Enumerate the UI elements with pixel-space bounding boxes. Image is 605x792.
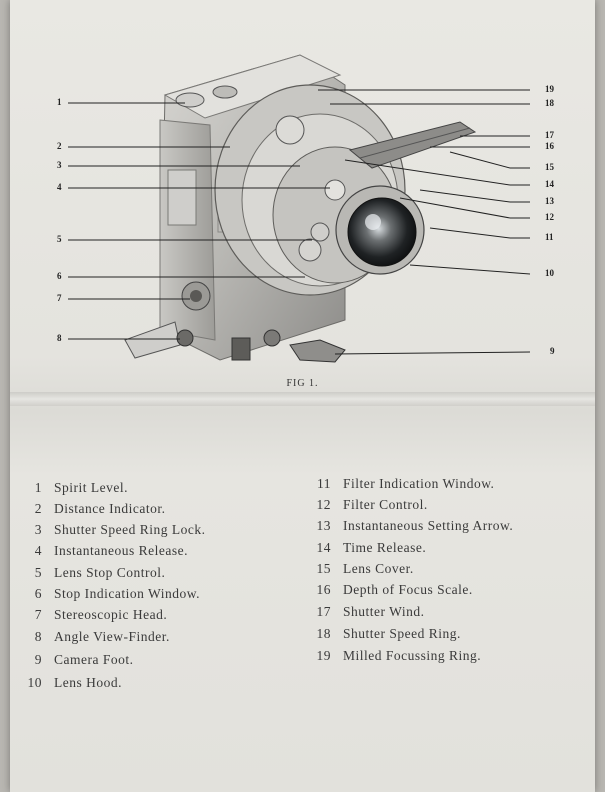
instantaneous-release xyxy=(324,179,346,201)
callout-6: 6 xyxy=(57,271,62,281)
legend-item: 15 Lens Cover. xyxy=(313,561,414,577)
figure-caption: FIG 1. xyxy=(286,378,319,389)
legend-item: 17 Shutter Wind. xyxy=(313,604,424,620)
legend-label: Stereoscopic Head. xyxy=(54,607,168,622)
legend-label: Lens Stop Control. xyxy=(54,565,166,580)
legend-item: 9 Camera Foot. xyxy=(20,652,134,668)
legend-number: 6 xyxy=(34,586,42,601)
callout-5: 5 xyxy=(57,234,62,244)
legend-label: Lens Cover. xyxy=(343,561,414,576)
callout-13: 13 xyxy=(545,196,554,206)
legend-label: Lens Hood. xyxy=(54,675,122,690)
legend-number: 11 xyxy=(317,476,331,491)
callout-1: 1 xyxy=(57,97,62,107)
camera-illustration xyxy=(68,54,531,363)
stop-indication-window xyxy=(298,238,322,262)
legend-number: 19 xyxy=(316,648,331,663)
legend-label: Filter Indication Window. xyxy=(343,476,495,491)
legend-item: 13 Instantaneous Setting Arrow. xyxy=(313,518,513,534)
legend-label: Shutter Speed Ring. xyxy=(343,626,461,641)
angle-view-finder xyxy=(124,321,281,361)
legend-number: 16 xyxy=(316,582,331,597)
callout-12: 12 xyxy=(545,212,554,222)
callout-14: 14 xyxy=(545,179,554,189)
legend-item: 1 Spirit Level. xyxy=(20,480,128,496)
shutter-speed-ring-lock xyxy=(275,115,305,145)
legend-label: Angle View-Finder. xyxy=(54,629,170,644)
legend-number: 1 xyxy=(34,480,42,495)
legend-label: Shutter Speed Ring Lock. xyxy=(54,522,206,537)
legend-item: 11 Filter Indication Window. xyxy=(313,476,494,492)
legend-number: 3 xyxy=(34,522,42,537)
callout-11: 11 xyxy=(545,232,554,242)
legend-number: 2 xyxy=(34,501,42,516)
callout-8: 8 xyxy=(57,333,62,343)
legend-item: 19 Milled Focussing Ring. xyxy=(313,648,481,664)
legend-item: 2 Distance Indicator. xyxy=(20,501,165,517)
callout-3: 3 xyxy=(57,160,62,170)
legend-label: Camera Foot. xyxy=(54,652,134,667)
legend-number: 15 xyxy=(316,561,331,576)
legend-label: Instantaneous Setting Arrow. xyxy=(343,518,514,533)
legend-number: 17 xyxy=(316,604,331,619)
legend-item: 3 Shutter Speed Ring Lock. xyxy=(20,522,205,538)
callout-16: 16 xyxy=(545,141,554,151)
legend-label: Depth of Focus Scale. xyxy=(343,582,473,597)
callout-19: 19 xyxy=(545,84,554,94)
stereoscopic-head-center xyxy=(190,290,202,302)
legend-number: 8 xyxy=(34,629,42,644)
callout-15: 15 xyxy=(545,162,554,172)
legend-label: Instantaneous Release. xyxy=(54,543,188,558)
legend-number: 9 xyxy=(34,652,42,667)
legend-item: 16 Depth of Focus Scale. xyxy=(313,582,473,598)
legend-label: Stop Indication Window. xyxy=(54,586,200,601)
spirit-level xyxy=(175,85,238,108)
legend-number: 4 xyxy=(34,543,42,558)
legend-label: Shutter Wind. xyxy=(343,604,425,619)
legend-item: 8 Angle View-Finder. xyxy=(20,629,170,645)
legend-label: Milled Focussing Ring. xyxy=(343,648,482,663)
legend-item: 4 Instantaneous Release. xyxy=(20,543,188,559)
legend-label: Spirit Level. xyxy=(54,480,128,495)
callout-18: 18 xyxy=(545,98,554,108)
callout-2: 2 xyxy=(57,141,62,151)
legend-number: 12 xyxy=(316,497,331,512)
legend-number: 14 xyxy=(316,540,331,555)
legend-item: 7 Stereoscopic Head. xyxy=(20,607,167,623)
leader-lines xyxy=(68,89,531,355)
legend-label: Distance Indicator. xyxy=(54,501,166,516)
legend-number: 5 xyxy=(34,565,42,580)
legend-item: 6 Stop Indication Window. xyxy=(20,586,200,602)
legend-label: Time Release. xyxy=(343,540,427,555)
callout-17: 17 xyxy=(545,130,554,140)
legend-label: Filter Control. xyxy=(343,497,428,512)
legend-item: 10 Lens Hood. xyxy=(20,675,122,691)
legend-item: 5 Lens Stop Control. xyxy=(20,565,165,581)
lens-stop-control xyxy=(310,222,330,242)
legend-number: 13 xyxy=(316,518,331,533)
legend-number: 10 xyxy=(27,675,42,690)
lens xyxy=(335,185,425,275)
legend-item: 14 Time Release. xyxy=(313,540,426,556)
callout-4: 4 xyxy=(57,182,62,192)
legend-number: 18 xyxy=(316,626,331,641)
legend-number: 7 xyxy=(34,607,42,622)
callout-7: 7 xyxy=(57,293,62,303)
camera-foot xyxy=(289,339,346,363)
callout-10: 10 xyxy=(545,268,554,278)
legend-item: 18 Shutter Speed Ring. xyxy=(313,626,461,642)
callout-9: 9 xyxy=(550,346,555,356)
legend-item: 12 Filter Control. xyxy=(313,497,428,513)
lens-cover xyxy=(348,121,477,169)
paper-fold xyxy=(10,392,595,406)
